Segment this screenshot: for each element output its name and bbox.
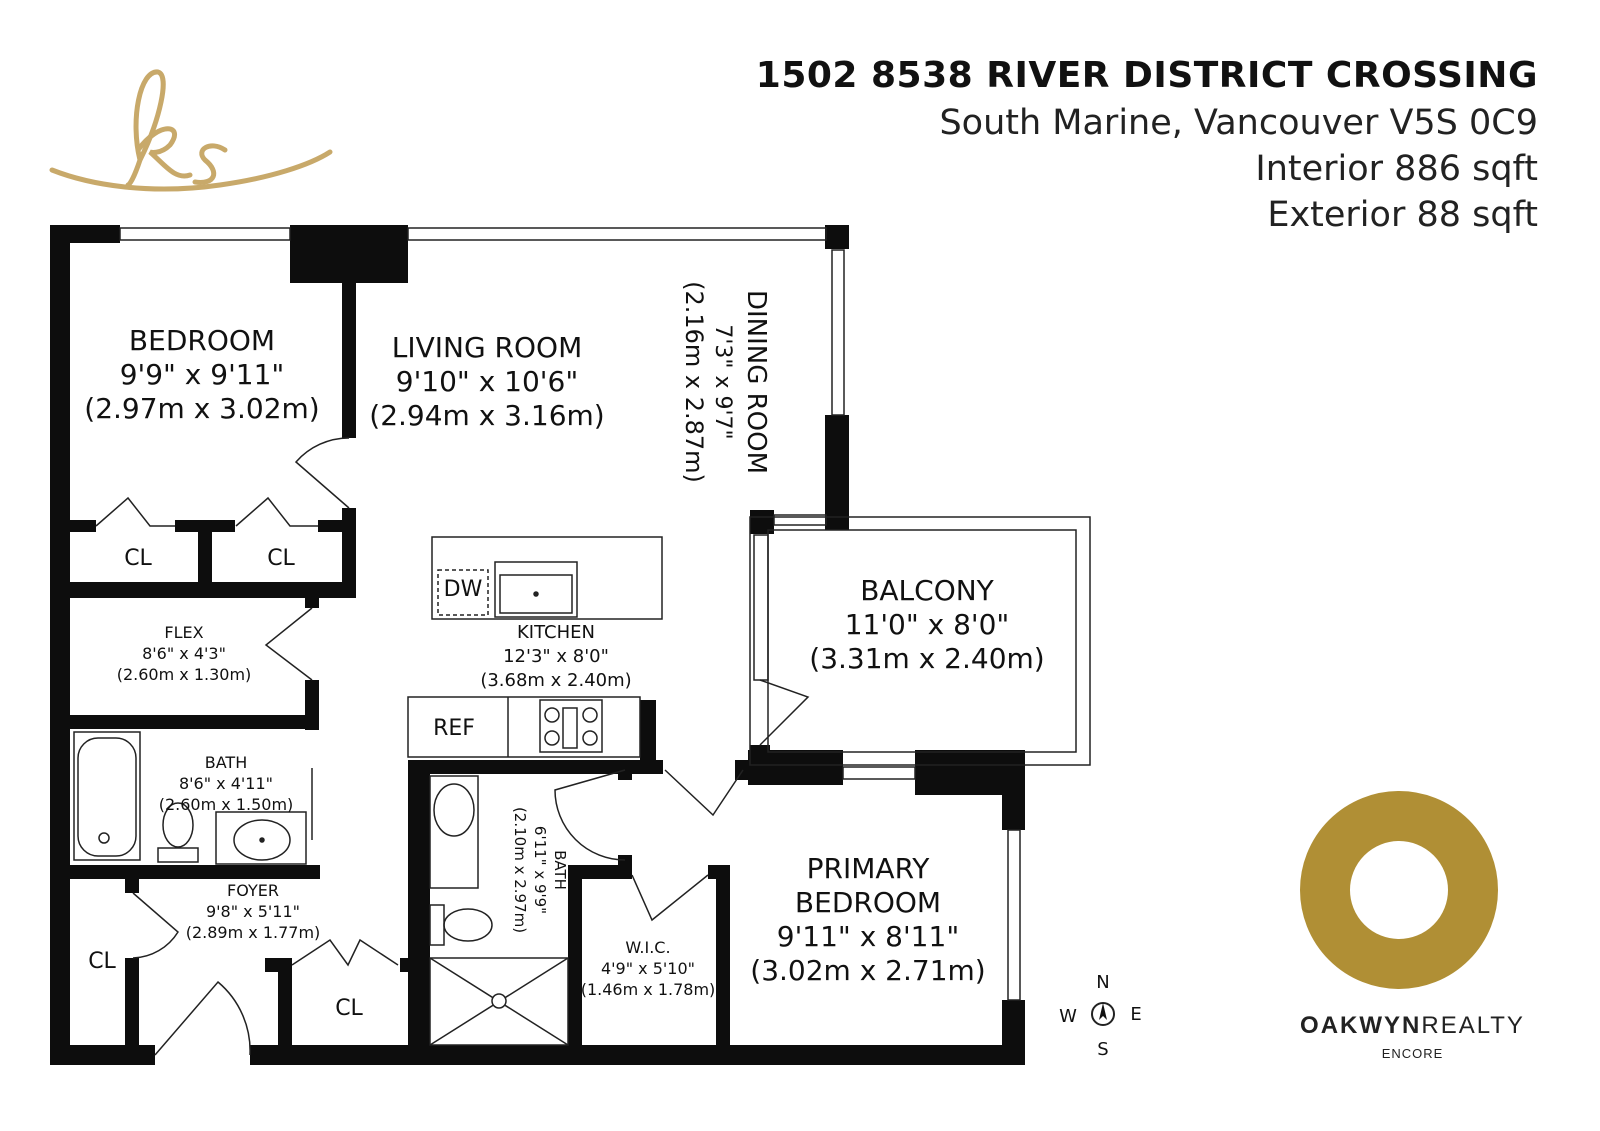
flex-name: FLEX [164,623,203,642]
foyer-name: FOYER [227,881,279,900]
balcony-metric: (3.31m x 2.40m) [809,642,1044,675]
bath2-name: BATH [551,850,569,890]
listing-header: 1502 8538 RIVER DISTRICT CROSSING South … [756,52,1538,238]
compass-n: N [1096,972,1109,993]
bath1-imperial: 8'6" x 4'11" [179,774,273,793]
brokerage-brand: OAKWYNREALTY ENCORE [1290,1012,1535,1061]
closet-label: CL [267,546,295,571]
wic-imperial: 4'9" x 5'10" [601,959,695,978]
bedroom-imperial: 9'9" x 9'11" [120,358,285,391]
dining-metric: (2.16m x 2.87m) [680,281,708,483]
brand-sub: ENCORE [1381,1046,1444,1061]
brand-name-bold: OAKWYN [1300,1012,1422,1039]
room-labels: BEDROOM 9'9" x 9'11" (2.97m x 3.02m) LIV… [84,281,1044,1021]
interior-area: Interior 886 sqft [1255,149,1538,189]
ks-logo [49,69,333,192]
brand-name: OAKWYNREALTY [1290,1012,1535,1040]
compass-e: E [1130,1004,1141,1025]
fixtures [73,536,663,1046]
foyer-metric: (2.89m x 1.77m) [186,923,321,942]
living-name: LIVING ROOM [392,331,583,364]
dining-name: DINING ROOM [741,290,771,474]
flex-imperial: 8'6" x 4'3" [142,644,226,663]
bath2-imperial: 6'11" x 9'9" [531,826,549,914]
primary-name2: BEDROOM [795,886,941,919]
compass-w: W [1059,1006,1077,1027]
foyer-imperial: 9'8" x 5'11" [206,902,300,921]
brand-name-rest: REALTY [1421,1012,1525,1039]
balcony-name: BALCONY [860,574,994,607]
compass-s: S [1097,1039,1108,1060]
bedroom-name: BEDROOM [129,324,275,357]
kitchen-name: KITCHEN [517,622,595,643]
kitchen-imperial: 12'3" x 8'0" [503,646,609,667]
brand-ring-icon [1300,791,1498,989]
closet-label: CL [335,996,363,1021]
exterior-area: Exterior 88 sqft [1267,195,1538,235]
wic-metric: (1.46m x 1.78m) [581,980,716,999]
balcony-imperial: 11'0" x 8'0" [845,608,1010,641]
living-metric: (2.94m x 3.16m) [369,399,604,432]
address-line1: 1502 8538 RIVER DISTRICT CROSSING [755,55,1538,96]
living-imperial: 9'10" x 10'6" [396,365,578,398]
bedroom-metric: (2.97m x 3.02m) [84,392,319,425]
address-line2: South Marine, Vancouver V5S 0C9 [939,103,1538,143]
doors [95,437,810,1056]
primary-imperial: 9'11" x 8'11" [777,920,959,953]
bath1-name: BATH [205,753,247,772]
kitchen-metric: (3.68m x 2.40m) [480,670,631,691]
bath2-metric: (2.10m x 2.97m) [511,807,529,933]
bath1-metric: (2.60m x 1.50m) [159,795,294,814]
fridge-label: REF [433,716,475,741]
closet-label: CL [88,949,116,974]
walls [50,225,1025,1065]
balcony-outline [749,516,1091,766]
dining-imperial: 7'3" x 9'7" [710,324,735,439]
flex-metric: (2.60m x 1.30m) [117,665,252,684]
dishwasher-label: DW [444,577,483,602]
closet-label: CL [124,546,152,571]
primary-name1: PRIMARY [807,852,931,885]
wic-name: W.I.C. [625,938,670,957]
compass-icon: N S E W [1059,972,1142,1060]
primary-metric: (3.02m x 2.71m) [750,954,985,987]
